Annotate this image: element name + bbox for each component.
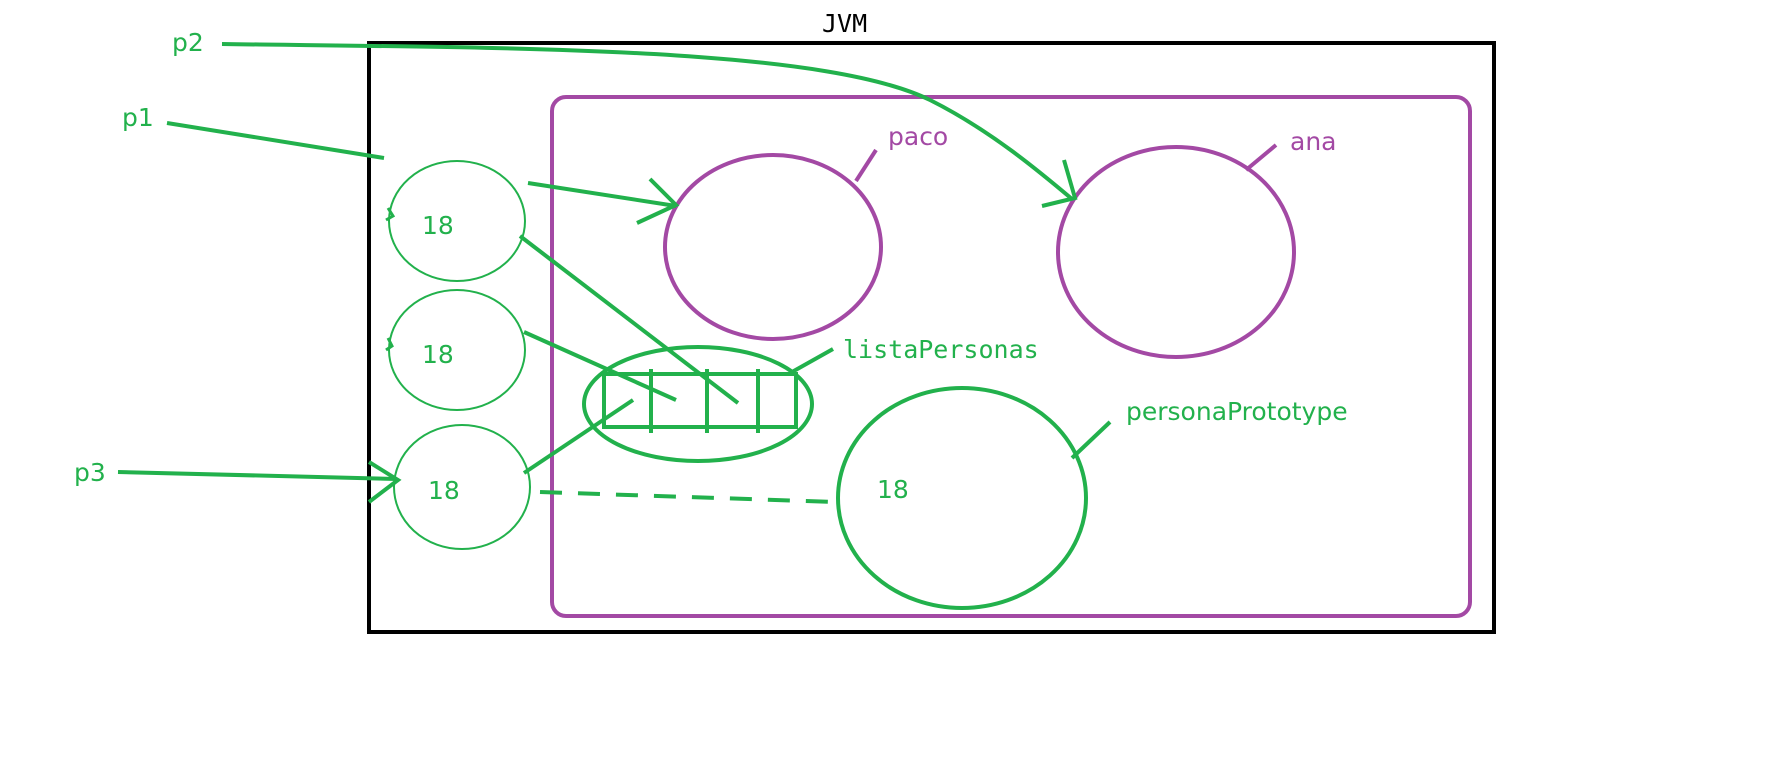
paco-label: paco — [888, 122, 948, 151]
jvm-frame — [367, 41, 1496, 634]
person-copy-3-age: 18 — [428, 476, 460, 505]
jvm-title: JVM — [822, 9, 867, 38]
array-ref-to-copy2 — [523, 330, 677, 402]
person-copy-2 — [388, 289, 526, 411]
ana-label: ana — [1290, 127, 1336, 156]
persona-prototype-label: personaPrototype — [1126, 397, 1348, 426]
person-copy-2-age: 18 — [422, 340, 454, 369]
ana-label-pointer — [1244, 143, 1278, 172]
p3-arrowhead — [367, 460, 402, 504]
paco-object — [663, 153, 883, 341]
heap-region — [550, 95, 1472, 618]
person-copy-1 — [388, 160, 526, 282]
p1-label: p1 — [122, 103, 154, 132]
lista-personas-object — [582, 345, 814, 463]
lista-label-pointer — [791, 347, 834, 374]
p2-arrowhead — [1041, 159, 1078, 208]
p1-arrow — [166, 121, 385, 160]
persona-prototype-object — [836, 386, 1088, 610]
ana-object — [1056, 145, 1296, 359]
array-ref-to-copy3 — [522, 398, 635, 475]
person-copy-1-mark — [385, 207, 396, 222]
copy1-to-paco-arrowhead — [636, 177, 680, 225]
p2-label: p2 — [172, 28, 204, 57]
array-ref-to-copy1 — [518, 234, 740, 405]
persona-prototype-age: 18 — [877, 475, 909, 504]
person-copy-1-age: 18 — [422, 211, 454, 240]
p2-arrow — [221, 42, 1074, 201]
person-copy-3 — [393, 424, 531, 550]
prototype-label-pointer — [1070, 420, 1112, 460]
copy1-to-paco-arrow — [527, 181, 677, 208]
lista-personas-label: listaPersonas — [843, 335, 1039, 364]
person-copy-2-mark — [385, 337, 394, 352]
paco-label-pointer — [854, 148, 878, 183]
clone-relation-dashed — [539, 490, 837, 504]
p3-arrow — [117, 470, 398, 481]
p3-label: p3 — [74, 458, 106, 487]
